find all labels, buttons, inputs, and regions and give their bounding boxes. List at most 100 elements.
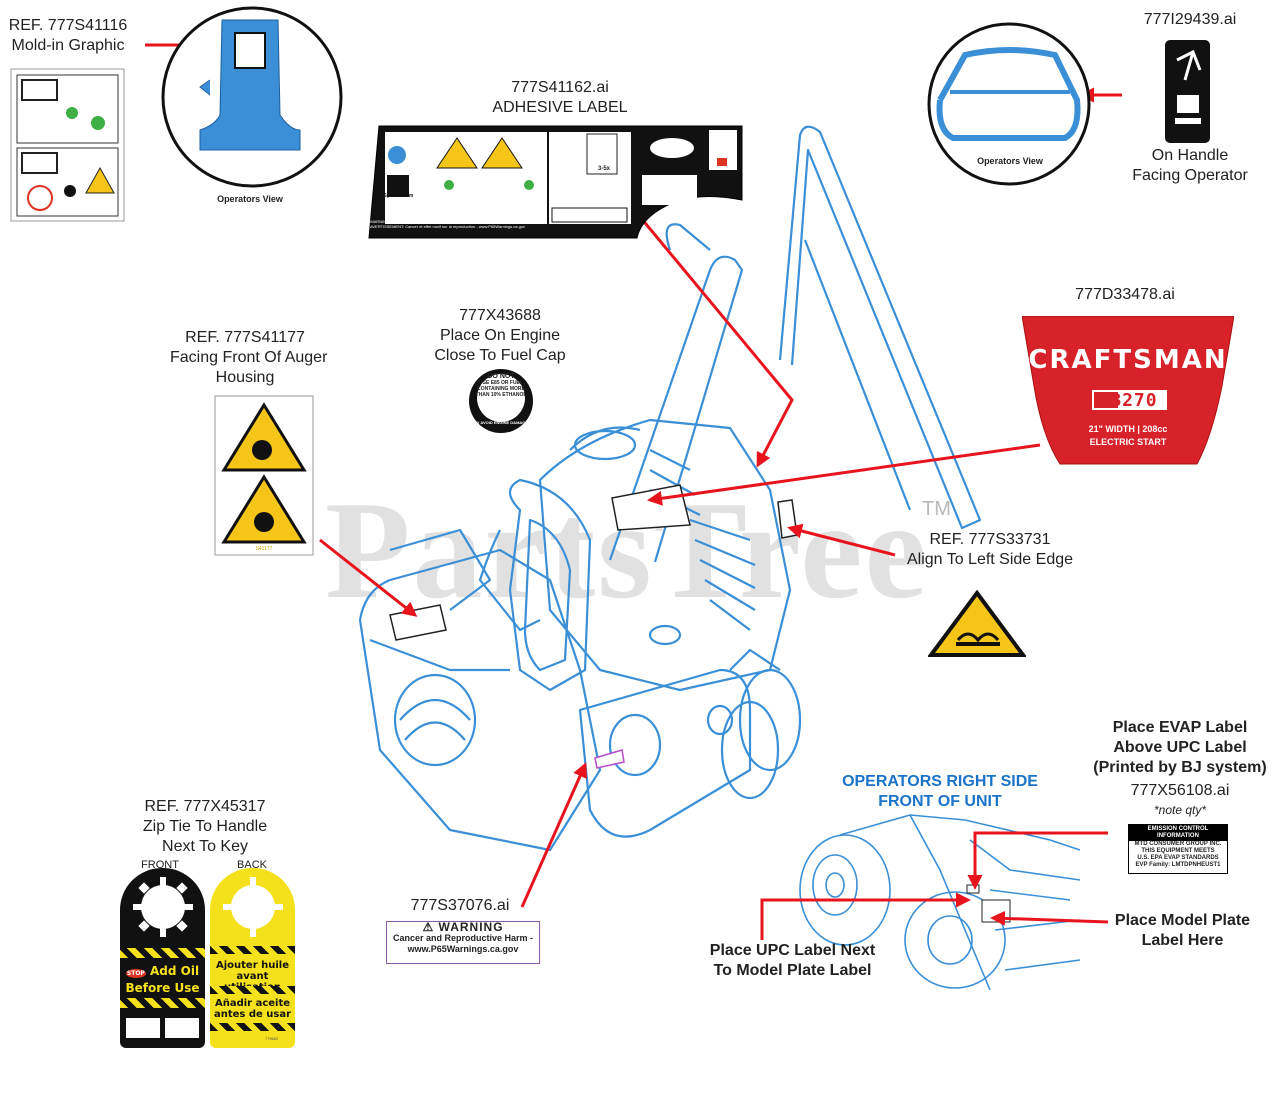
handle-decal-caption: On Handle Facing Operator	[1110, 146, 1270, 186]
operators-right-line1: OPERATORS RIGHT SIDE	[842, 773, 1038, 790]
craftsman-spec1: 21" WIDTH | 208cc	[1088, 424, 1168, 434]
operators-view-caption-1: Operators View	[217, 194, 283, 204]
do-not-l4: THAN 10% ETHANOL	[475, 392, 527, 398]
tag-back-text-es: Añadir aceite antes de usar	[210, 998, 295, 1020]
engine-line2: Place On Engine	[439, 327, 561, 344]
tag-front-l1: STOP Add Oil	[120, 964, 205, 981]
prop65-warning-title: ⚠ WARNING	[422, 920, 504, 934]
auger-warning-decal	[214, 395, 314, 556]
craftsman-brand: CRAFTSMAN	[1028, 345, 1228, 375]
auger-line2: Facing Front Of Auger	[170, 349, 328, 366]
tag-back-l1: Ajouter huile	[215, 960, 289, 971]
zip-caption: REF. 777X45317 Zip Tie To Handle Next To…	[120, 797, 290, 857]
left-edge-caption: REF. 777S33731 Align To Left Side Edge	[900, 530, 1080, 570]
tag-back-l4: antes de usar	[213, 1009, 292, 1020]
adhesive-file: 777S41162.ai	[511, 79, 609, 96]
upc-caption: Place UPC Label Next To Model Plate Labe…	[695, 941, 890, 981]
do-not-l2: USE E85 OR FUEL	[479, 380, 523, 386]
emission-l1: MTD CONSUMER GROUP INC.	[1134, 841, 1222, 847]
engine-caption: 777X43688 Place On Engine Close To Fuel …	[420, 306, 580, 366]
adhesive-warning-text: WARNING: Cancer and Reproductive Harm - …	[370, 219, 550, 229]
operators-right-caption: OPERATORS RIGHT SIDE FRONT OF UNIT	[830, 772, 1050, 812]
do-not-e85-decal	[469, 369, 533, 433]
watermark-trademark: TM	[922, 498, 951, 520]
left-edge-file: REF. 777S33731	[929, 531, 1051, 548]
auger-file: REF. 777S41177	[185, 329, 305, 346]
emission-l3: U.S. EPA EVAP STANDARDS	[1137, 855, 1219, 861]
auger-caption: REF. 777S41177 Facing Front Of Auger Hou…	[170, 328, 328, 388]
hazard-stripe-top	[120, 948, 205, 958]
do-not-l1: DO NOT	[487, 373, 515, 380]
craftsman-model: SB270	[1098, 390, 1158, 411]
do-not-text: DO NOT USE E85 OR FUEL CONTAINING MORE T…	[474, 373, 528, 398]
craftsman-decal-shape	[1022, 316, 1234, 465]
prop65-warning-word: WARNING	[438, 920, 504, 934]
sun-gear-icon-back	[223, 877, 283, 937]
prop65-file: 777S37076.ai	[410, 897, 510, 914]
prop65-warning-label: ⚠ WARNING Cancer and Reproductive Harm -…	[386, 921, 540, 964]
evap-note: *note qty*	[1153, 803, 1207, 817]
sun-gear-icon	[133, 877, 193, 937]
model-plate-line2: Label Here	[1141, 932, 1224, 949]
tag-back-l3: Añadir aceite	[214, 998, 291, 1009]
zip-line3: Next To Key	[162, 838, 248, 855]
adhesive-title: ADHESIVE LABEL	[492, 99, 628, 116]
prop65-line2: www.P65Warnings.ca.gov	[407, 944, 519, 954]
handle-decal-line2: Facing Operator	[1132, 167, 1248, 184]
adhesive-label-graphic	[368, 125, 743, 239]
left-edge-line2: Align To Left Side Edge	[906, 551, 1074, 568]
evap-line2: Above UPC Label	[1113, 739, 1247, 756]
hazard-stripe-back-bottom	[210, 1023, 295, 1031]
evap-line3: (Printed by BJ system)	[1093, 759, 1267, 776]
hazard-stripe-back-mid	[210, 986, 295, 994]
model-plate-line1: Place Model Plate	[1114, 912, 1251, 929]
ref-41116-desc: Mold-in Graphic	[11, 37, 125, 54]
engine-line3: Close To Fuel Cap	[434, 347, 566, 364]
oil-tag-front: STOP Add Oil Before Use	[120, 868, 205, 1048]
upc-line2: To Model Plate Label	[713, 962, 872, 979]
do-not-l3: CONTAINING MORE	[477, 386, 525, 392]
evap-caption: Place EVAP Label Above UPC Label (Printe…	[1080, 718, 1280, 778]
operators-view-caption-2: Operators View	[977, 156, 1043, 166]
engine-file: 777X43688	[459, 307, 541, 324]
craftsman-spec2: ELECTRIC START	[1089, 437, 1167, 447]
emission-l4: EVP Family: LMTDPNHEUST1	[1135, 862, 1221, 868]
auger-line3: Housing	[215, 369, 275, 386]
ref-41116-number: REF. 777S41116	[8, 17, 128, 34]
tag-back-code: 779682	[265, 1036, 279, 1041]
oil-check-icon	[165, 1018, 199, 1038]
hazard-stripe-bottom	[120, 998, 205, 1008]
tag-front-add-oil: Add Oil	[150, 964, 200, 978]
hot-surface-warning-decal	[928, 590, 1026, 657]
prop65-line1: Cancer and Reproductive Harm -	[392, 933, 534, 943]
emission-l2: THIS EQUIPMENT MEETS	[1141, 848, 1215, 854]
upc-line1: Place UPC Label Next	[709, 942, 876, 959]
emission-control-label: EMISSION CONTROL INFORMATION MTD CONSUME…	[1128, 824, 1228, 874]
adhesive-warning-fr: AVERTISSEMENT: Cancer et effet nocif sur…	[370, 224, 526, 229]
operators-right-line2: FRONT OF UNIT	[878, 793, 1002, 810]
ref-41116-caption: REF. 777S41116 Mold-in Graphic	[0, 16, 136, 56]
adhesive-caption: 777S41162.ai ADHESIVE LABEL	[460, 78, 660, 118]
oil-tag-back: Ajouter huile avant utilisation Añadir a…	[210, 868, 295, 1048]
mold-in-graphic-decal	[10, 68, 125, 222]
evap-line1: Place EVAP Label	[1112, 719, 1248, 736]
auger-code: S41177	[255, 546, 273, 552]
operators-view-circle-1	[161, 6, 343, 188]
craftsman-file: 777D33478.ai	[1075, 286, 1175, 303]
do-not-ring: TO AVOID ENGINE DAMAGE	[473, 420, 529, 425]
manual-icon	[126, 1018, 160, 1038]
handle-decal-line1: On Handle	[1151, 147, 1229, 164]
adhesive-warning-en: WARNING: Cancer and Reproductive Harm - …	[370, 219, 498, 224]
zip-file: REF. 777X45317	[144, 798, 266, 815]
adhesive-speed: 3-5x	[598, 166, 611, 172]
handle-decal-file: 777I29439.ai	[1143, 11, 1237, 28]
emission-title: EMISSION CONTROL INFORMATION	[1129, 825, 1227, 841]
zip-line2: Zip Tie To Handle	[142, 818, 268, 835]
tag-front-l2: Before Use	[125, 981, 200, 995]
evap-file: 777X56108.ai	[1130, 782, 1230, 799]
operators-view-circle-2	[927, 22, 1091, 186]
adhesive-site: OPESymbol.com	[373, 193, 414, 199]
hazard-stripe-back-top	[210, 946, 295, 954]
stop-badge: STOP	[125, 969, 146, 978]
handle-decal-graphic	[1165, 40, 1210, 143]
